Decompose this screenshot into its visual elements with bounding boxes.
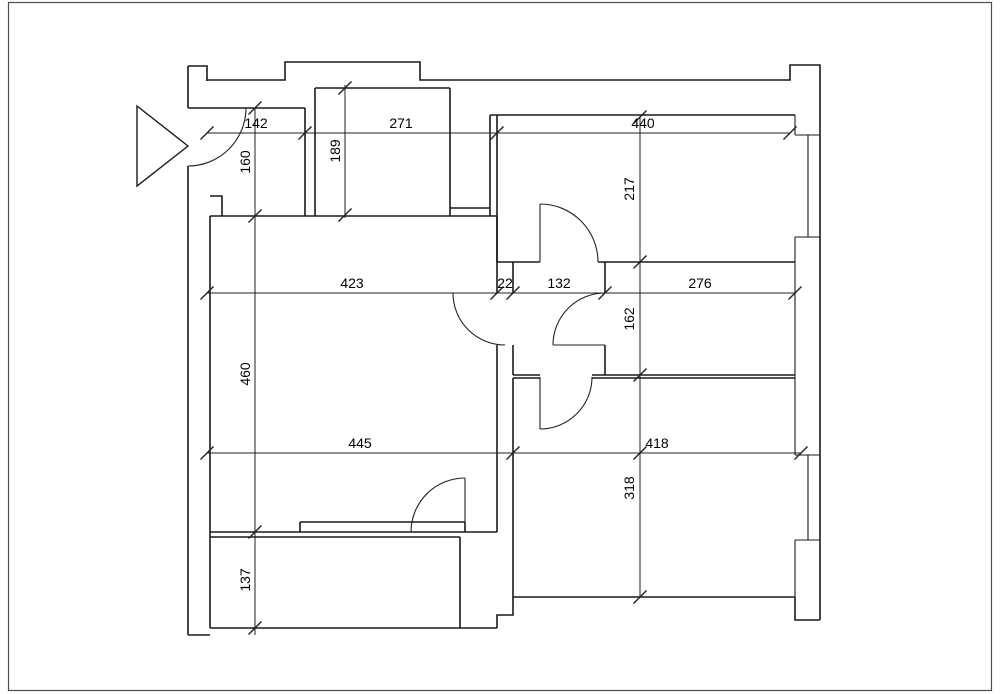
entrance-arrow-icon: [136, 104, 190, 188]
dimension-line-paths: [207, 85, 801, 635]
living-room-walls: [209, 216, 498, 533]
dim-label-22: 22: [497, 275, 513, 291]
dim-label-445: 445: [348, 435, 372, 451]
dim-label-318: 318: [621, 476, 637, 500]
dim-label-137: 137: [237, 568, 253, 592]
hall-walls: [512, 262, 795, 376]
walls: [187, 61, 821, 636]
dim-label-160: 160: [237, 150, 253, 174]
dim-label-276: 276: [688, 275, 712, 291]
bottom-right-room-walls: [512, 377, 820, 621]
dimension-lines: [199, 80, 809, 636]
page-border: [7, 1, 993, 692]
dim-label-217: 217: [621, 177, 637, 201]
balcony-walls: [209, 532, 514, 629]
dimension-labels: 142 271 440 423 22 132 276 445 418 160 4…: [237, 115, 712, 592]
dim-label-418: 418: [645, 435, 669, 451]
dim-label-142: 142: [244, 115, 268, 131]
top-right-room-walls: [496, 114, 795, 263]
right-wall-windows: [794, 115, 820, 597]
dim-label-132: 132: [547, 275, 571, 291]
dimension-ticks: [199, 80, 809, 636]
door-leaves: [453, 204, 605, 532]
dim-label-271: 271: [389, 115, 413, 131]
dim-label-460: 460: [237, 362, 253, 386]
dim-label-189: 189: [327, 139, 343, 163]
dim-label-162: 162: [621, 307, 637, 331]
dim-label-423: 423: [340, 275, 364, 291]
dim-label-440: 440: [631, 115, 655, 131]
outer-walls: [187, 61, 821, 636]
door-swing-arcs: [187, 107, 606, 533]
